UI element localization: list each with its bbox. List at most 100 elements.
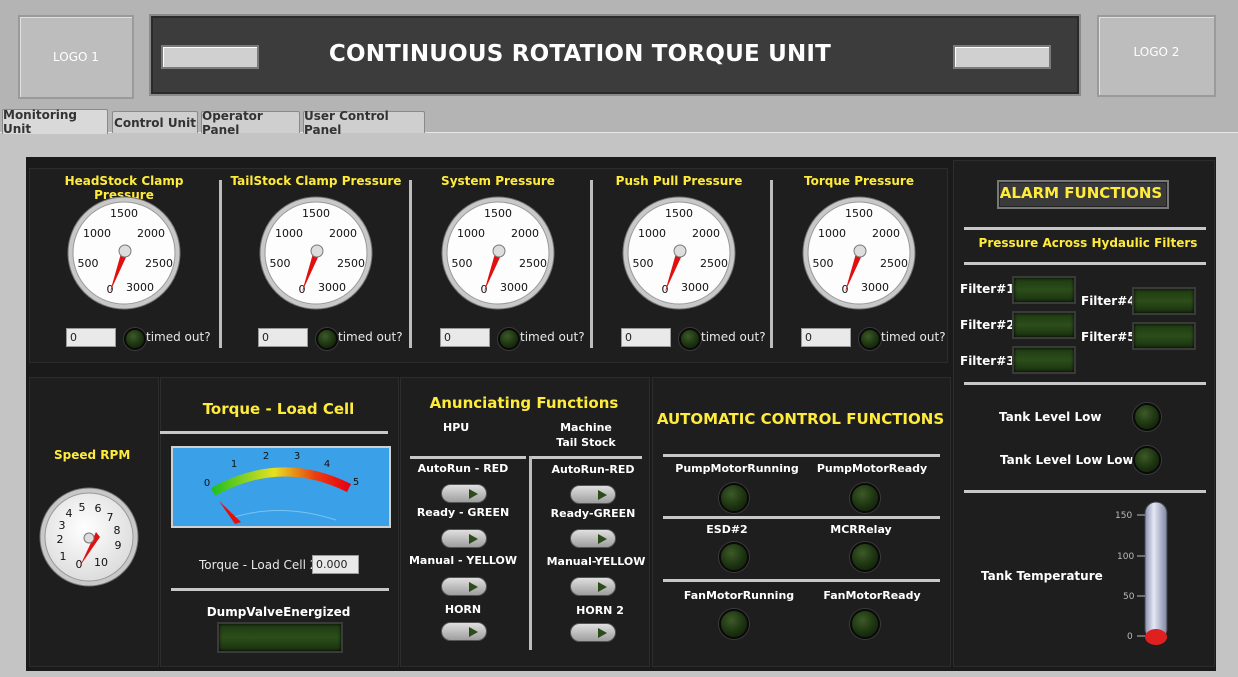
hpu-column-header: HPU [443, 421, 470, 434]
tank-level-low-low-led [1133, 446, 1161, 474]
pressure-gauge: 500 1000 1500 2000 2500 3000 0 [259, 196, 373, 310]
torque-load-cell-2-value[interactable]: 0.000 [312, 555, 359, 574]
pressure-divider [590, 180, 593, 348]
automatic-control-title: AUTOMATIC CONTROL FUNCTIONS [656, 410, 945, 428]
hpu-horn-toggle[interactable] [441, 622, 487, 641]
timed-out-label: timed out? [520, 330, 585, 344]
pressure-needle-hub [310, 244, 324, 258]
pressure-tick-label: 0 [481, 283, 488, 296]
pressure-tick-label: 0 [107, 283, 114, 296]
speed-rpm-title: Speed RPM [54, 448, 131, 462]
speed-tick-label: 5 [79, 501, 86, 514]
pressure-tick-label: 1500 [665, 207, 693, 220]
tab-label: Operator Panel [202, 108, 263, 137]
fan-motor-ready-label: FanMotorReady [823, 589, 921, 602]
tank-level-low-label: Tank Level Low [999, 410, 1102, 424]
tailstock-manual-toggle[interactable] [570, 577, 616, 596]
automatic-section [652, 377, 951, 667]
pump-motor-ready-led [850, 483, 880, 513]
pressure-tick-label: 0 [662, 283, 669, 296]
tab-user-control-panel[interactable]: User Control Panel [303, 109, 425, 137]
pressure-value-field[interactable]: 0 [66, 328, 116, 347]
pressure-tick-label: 2500 [519, 257, 547, 270]
tailstock-horn-toggle[interactable] [570, 623, 616, 642]
pressure-tick-label: 1000 [818, 227, 846, 240]
pressure-needle-hub [118, 244, 132, 258]
pressure-value-field[interactable]: 0 [801, 328, 851, 347]
horn-2-label: HORN 2 [576, 604, 624, 617]
pressure-tick-label: 3000 [500, 281, 528, 294]
mcr-relay-label: MCRRelay [830, 523, 892, 536]
anunciating-title: Anunciating Functions [429, 394, 619, 412]
tailstock-autorun-toggle[interactable] [570, 485, 616, 504]
pressure-value-field[interactable]: 0 [621, 328, 671, 347]
logo-2: LOGO 2 [1097, 15, 1216, 97]
hpu-manual-toggle[interactable] [441, 577, 487, 596]
thermometer-tube [1144, 501, 1168, 641]
esd-2-led [719, 542, 749, 572]
tank-temperature-thermometer: 150 100 50 0 [1115, 501, 1168, 645]
speed-tick-label: 0 [76, 558, 83, 571]
timed-out-label: timed out? [881, 330, 946, 344]
torque-tick-label: 4 [324, 459, 330, 470]
pump-motor-ready-label: PumpMotorReady [816, 462, 928, 475]
tailstock-ready-green-label: Ready-GREEN [550, 507, 636, 520]
pressure-tick-label: 1000 [275, 227, 303, 240]
alarm-divider [964, 262, 1206, 265]
logo-1: LOGO 1 [18, 15, 134, 99]
pressure-needle [484, 250, 502, 292]
pressure-gauge-title: HeadStock Clamp Pressure [64, 174, 184, 202]
fan-motor-running-led [719, 609, 749, 639]
torque-tick-label: 5 [353, 477, 359, 488]
speed-tick-label: 7 [107, 511, 114, 524]
anunciating-section [400, 377, 650, 667]
torque-load-cell-meter: 0 1 2 3 4 5 [171, 446, 391, 528]
tab-operator-panel[interactable]: Operator Panel [201, 109, 300, 137]
pressure-tick-label: 2500 [337, 257, 365, 270]
ready-green-label: Ready - GREEN [416, 506, 510, 519]
speed-tick-label: 4 [66, 507, 73, 520]
pump-motor-running-led [719, 483, 749, 513]
filter-2-indicator [1012, 311, 1076, 339]
pressure-gauge-title: Torque Pressure [804, 174, 914, 188]
torque-divider [160, 431, 388, 434]
pressure-tick-label: 500 [633, 257, 654, 270]
pressure-tick-label: 0 [299, 283, 306, 296]
filter-1-indicator [1012, 276, 1076, 304]
pump-motor-running-label: PumpMotorRunning [675, 462, 799, 475]
hpu-ready-toggle[interactable] [441, 529, 487, 548]
pressure-tick-label: 1500 [110, 207, 138, 220]
pressure-value-field[interactable]: 0 [258, 328, 308, 347]
manual-yellow-label: Manual - YELLOW [408, 554, 518, 567]
timed-out-led [124, 328, 146, 350]
alarm-divider [964, 490, 1206, 493]
title-bar [149, 14, 1081, 96]
automatic-divider [663, 516, 940, 519]
torque-tick-label: 1 [231, 459, 237, 470]
pressure-needle [845, 250, 863, 292]
speed-tick-label: 6 [95, 502, 102, 515]
torque-tick-label: 2 [263, 451, 269, 462]
automatic-divider [663, 454, 940, 457]
pressure-tick-label: 500 [452, 257, 473, 270]
tab-monitoring-unit[interactable]: Monitoring Unit [2, 108, 108, 136]
alarm-divider [964, 227, 1206, 230]
pressure-gauge-title: TailStock Clamp Pressure [230, 174, 402, 188]
hpu-autorun-toggle[interactable] [441, 484, 487, 503]
esd-2-label: ESD#2 [706, 523, 748, 536]
speed-rpm-gauge: 1 2 3 4 5 6 7 8 9 10 0 [39, 487, 139, 587]
pressure-gauge-title: System Pressure [441, 174, 555, 188]
timed-out-label: timed out? [701, 330, 766, 344]
tailstock-manual-yellow-label: Manual-YELLOW [546, 555, 646, 568]
tab-control-unit[interactable]: Control Unit [112, 111, 198, 133]
logo-1-text: LOGO 1 [53, 50, 99, 64]
tailstock-ready-toggle[interactable] [570, 529, 616, 548]
alarm-functions-title: ALARM FUNCTIONS [999, 184, 1163, 202]
torque-tick-label: 0 [204, 478, 210, 489]
autorun-red-label: AutoRun - RED [417, 462, 509, 475]
pressure-divider [219, 180, 222, 348]
pressure-tick-label: 3000 [126, 281, 154, 294]
pressure-value-field[interactable]: 0 [440, 328, 490, 347]
timed-out-led [679, 328, 701, 350]
pressure-divider [409, 180, 412, 348]
